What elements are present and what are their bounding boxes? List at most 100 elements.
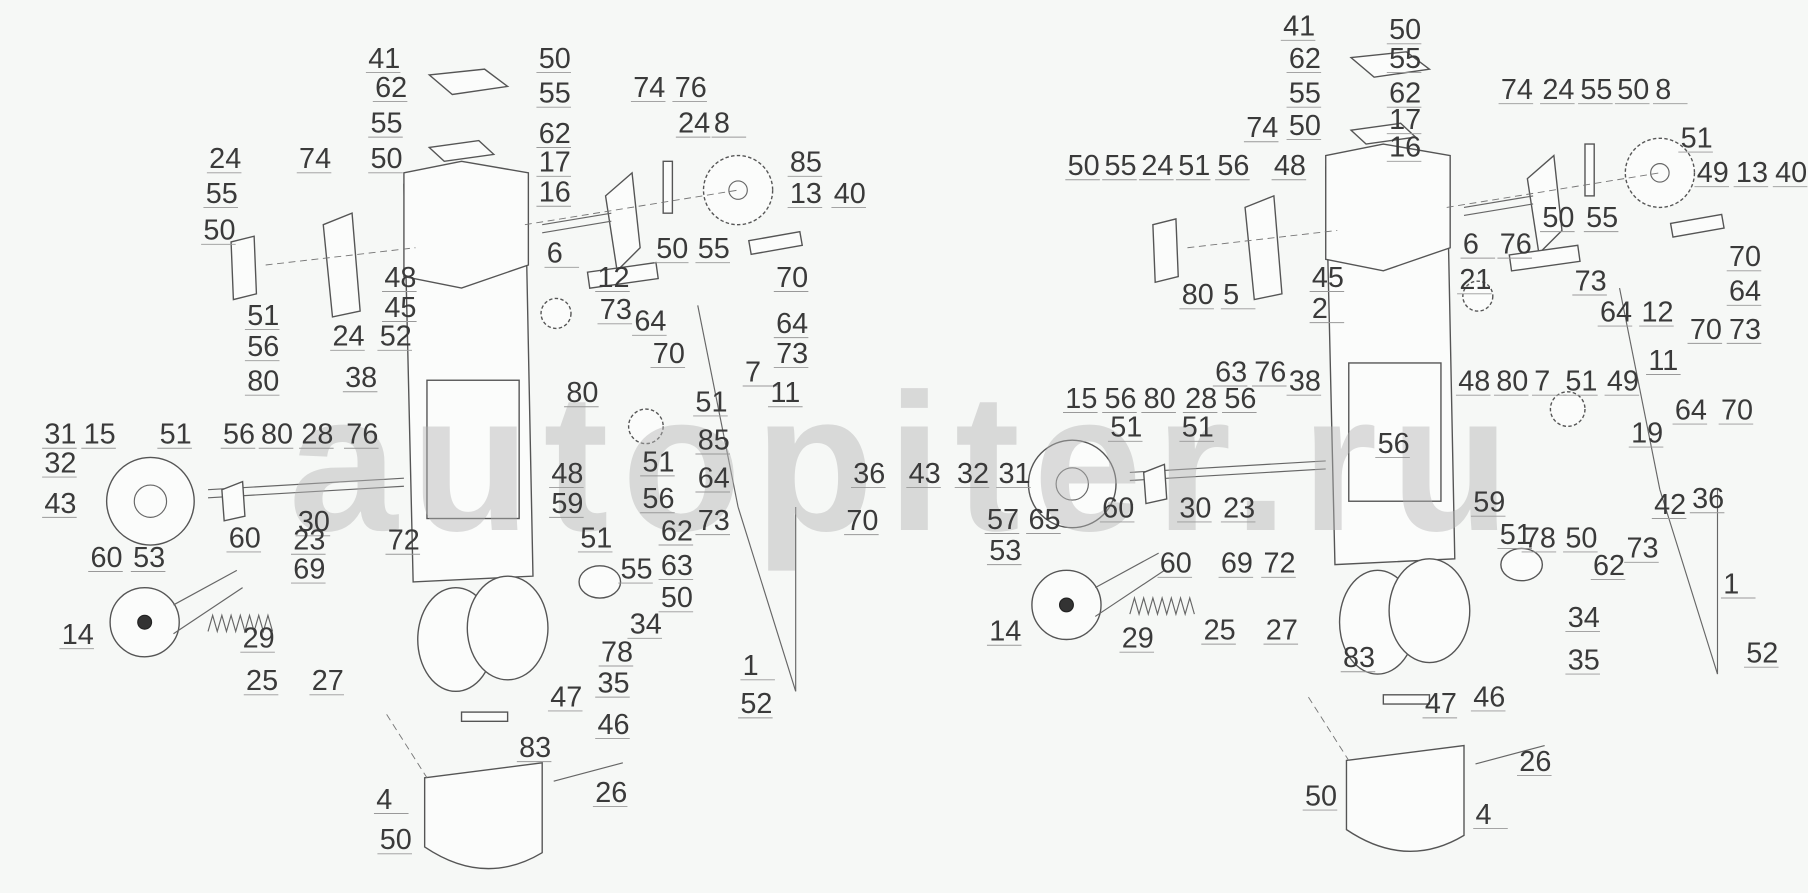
part-number-label: 55 (1389, 43, 1421, 75)
part-number-label: 62 (1289, 43, 1321, 75)
part-number-label: 80 (1496, 366, 1528, 398)
part-number-label: 50 (203, 215, 235, 247)
part-number-label: 83 (1343, 642, 1375, 674)
part-number-label: 40 (834, 178, 866, 210)
part-number-label: 4 (1476, 799, 1492, 831)
part-number-label: 80 (1144, 383, 1176, 415)
part-number-label: 70 (1690, 314, 1722, 346)
part-number-label: 1 (743, 650, 759, 682)
part-number-label: 34 (630, 609, 662, 641)
part-number-label: 48 (1458, 366, 1490, 398)
part-number-label: 29 (1122, 623, 1154, 655)
part-number-label: 24 (678, 108, 710, 140)
part-number-label: 27 (312, 665, 344, 697)
part-number-label: 11 (770, 377, 800, 409)
part-number-label: 53 (989, 535, 1021, 567)
part-number-label: 56 (247, 331, 279, 363)
part-number-label: 29 (243, 623, 275, 655)
part-number-label: 40 (1775, 157, 1807, 189)
part-number-label: 83 (519, 732, 551, 764)
part-number-label: 36 (1692, 483, 1724, 515)
part-number-label: 35 (597, 668, 629, 700)
part-number-label: 48 (551, 458, 583, 490)
part-number-label: 30 (1179, 492, 1211, 524)
part-number-label: 62 (661, 515, 693, 547)
part-number-label: 55 (539, 78, 571, 110)
part-number-label: 26 (1519, 746, 1551, 778)
part-number-label: 26 (595, 777, 627, 809)
part-number-label: 70 (776, 262, 808, 294)
part-number-label: 50 (1617, 74, 1649, 106)
part-number-label: 50 (1289, 110, 1321, 142)
part-number-label: 73 (698, 505, 730, 537)
part-number-label: 28 (301, 419, 333, 451)
part-number-label: 25 (246, 665, 278, 697)
part-number-label: 14 (989, 616, 1021, 648)
part-number-label: 73 (1626, 533, 1658, 565)
part-number-label: 50 (380, 824, 412, 856)
part-number-label: 64 (1600, 296, 1632, 328)
part-number-label: 59 (551, 488, 583, 520)
part-number-label: 16 (1389, 132, 1421, 164)
part-number-label: 31 (998, 458, 1030, 490)
part-number-label: 24 (1141, 150, 1173, 182)
part-number-label: 49 (1607, 366, 1639, 398)
part-number-label: 73 (1729, 314, 1761, 346)
part-number-label: 57 (987, 504, 1019, 536)
part-number-label: 42 (1654, 489, 1686, 521)
part-number-label: 64 (776, 308, 808, 340)
part-number-label: 80 (566, 377, 598, 409)
part-number-label: 32 (44, 447, 76, 479)
part-number-label: 6 (547, 238, 563, 270)
part-number-label: 50 (371, 143, 403, 175)
part-number-label: 38 (1289, 366, 1321, 398)
part-number-label: 24 (332, 321, 364, 353)
part-number-label: 16 (539, 177, 571, 209)
part-number-label: 48 (384, 262, 416, 294)
part-number-label: 17 (539, 147, 571, 179)
part-number-label: 12 (597, 262, 629, 294)
part-number-label: 52 (1746, 638, 1778, 670)
part-number-label: 72 (1264, 548, 1296, 580)
part-number-label: 55 (621, 553, 653, 585)
part-number-label: 2 (1312, 293, 1328, 325)
part-number-label: 50 (1305, 780, 1337, 812)
part-number-label: 7 (745, 356, 761, 388)
part-number-label: 27 (1266, 615, 1298, 647)
part-number-label: 6 (1463, 228, 1479, 260)
part-number-label: 24 (209, 143, 241, 175)
part-number-label: 1 (1723, 568, 1739, 600)
part-number-label: 78 (1524, 522, 1556, 554)
part-number-label: 23 (1223, 492, 1255, 524)
part-number-label: 50 (1542, 202, 1574, 234)
part-number-label: 5 (1223, 279, 1239, 311)
part-number-label: 45 (384, 292, 416, 324)
part-number-label: 14 (62, 619, 94, 651)
part-number-label: 56 (642, 483, 674, 515)
part-number-label: 36 (853, 458, 885, 490)
part-number-label: 43 (44, 488, 76, 520)
part-number-label: 55 (206, 178, 238, 210)
part-number-label: 51 (160, 419, 192, 451)
part-number-label: 70 (846, 505, 878, 537)
part-number-label: 47 (550, 681, 582, 713)
part-number-label: 73 (600, 294, 632, 326)
part-number-label: 30 (298, 506, 330, 538)
part-number-label: 64 (698, 462, 730, 494)
part-number-label: 85 (698, 424, 730, 456)
part-number-label: 78 (601, 636, 633, 668)
part-number-label: 60 (229, 522, 261, 554)
part-number-label: 51 (695, 386, 727, 418)
part-number-label: 55 (1580, 74, 1612, 106)
part-number-label: 80 (247, 366, 279, 398)
part-number-label: 51 (580, 522, 612, 554)
part-number-label: 59 (1473, 487, 1505, 519)
part-number-label: 50 (1565, 522, 1597, 554)
part-number-label: 25 (1204, 615, 1236, 647)
part-number-label: 8 (714, 108, 730, 140)
part-number-label: 70 (1721, 394, 1753, 426)
part-number-label: 56 (223, 419, 255, 451)
